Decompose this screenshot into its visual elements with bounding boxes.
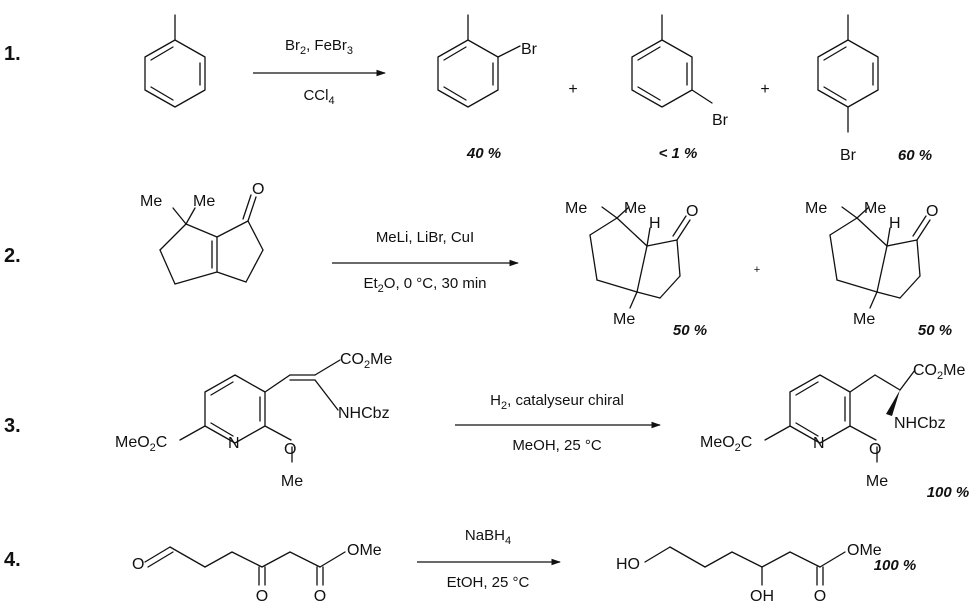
amino-ester-product: N O Me CO2Me NHCbz MeO2C (700, 362, 965, 490)
reaction-1: 1. Br2, FeBr3 CCl4 Br 40 % + (4, 14, 932, 164)
svg-text:Me: Me (866, 473, 888, 490)
yield-3: 100 % (927, 484, 970, 501)
yield-4: 100 % (874, 557, 917, 574)
svg-text:O: O (814, 588, 826, 601)
svg-text:N: N (813, 435, 825, 452)
svg-text:O: O (132, 556, 144, 573)
svg-text:MeO2C: MeO2C (700, 434, 752, 454)
svg-text:OMe: OMe (347, 542, 382, 559)
svg-text:O: O (314, 588, 326, 601)
svg-text:Me: Me (624, 200, 646, 217)
svg-text:OMe: OMe (847, 542, 882, 559)
diol-ester: HO OH O OMe (616, 542, 882, 601)
dehydroamino-ester: N O Me CO2Me NHCbz MeO2C (115, 351, 392, 490)
svg-text:Br: Br (840, 147, 857, 164)
svg-text:N: N (228, 435, 240, 452)
svg-text:Me: Me (565, 200, 587, 217)
reaction-number-4: 4. (4, 549, 21, 571)
reaction-number-1: 1. (4, 43, 21, 65)
bicyclic-ketone-trans: O Me Me H Me (805, 200, 938, 328)
plus-sign: + (754, 264, 760, 276)
yield-1-para: 60 % (898, 147, 932, 164)
svg-text:H: H (889, 215, 901, 232)
svg-text:NHCbz: NHCbz (338, 405, 390, 422)
svg-text:Br: Br (712, 112, 729, 129)
ortho-bromotoluene: Br (437, 14, 538, 108)
svg-text:NHCbz: NHCbz (894, 415, 946, 432)
reagents-1-line2: CCl4 (303, 87, 334, 107)
bicyclic-enone: O Me Me (140, 181, 264, 285)
reaction-2: 2. O Me Me MeLi, LiBr, CuI Et2O, 0 °C, 3… (4, 181, 952, 339)
svg-text:O: O (686, 203, 698, 220)
reaction-number-2: 2. (4, 245, 21, 267)
yield-2-b: 50 % (918, 322, 952, 339)
reagents-2-line2: Et2O, 0 °C, 30 min (363, 275, 486, 295)
svg-text:O: O (284, 441, 296, 458)
svg-text:H: H (649, 215, 661, 232)
svg-text:Me: Me (193, 193, 215, 210)
reaction-number-3: 3. (4, 415, 21, 437)
reaction-3: 3. N O Me CO2Me NHCbz MeO2C H2, catalyse… (4, 351, 969, 501)
reagents-3-line1: H2, catalyseur chiral (490, 392, 624, 412)
svg-text:HO: HO (616, 556, 640, 573)
svg-text:Me: Me (853, 311, 875, 328)
svg-text:CO2Me: CO2Me (340, 351, 392, 371)
svg-text:CO2Me: CO2Me (913, 362, 965, 382)
reaction-4: 4. O O O OMe NaBH4 EtOH, 25 °C (4, 527, 916, 601)
yield-1-ortho: 40 % (466, 145, 501, 162)
yield-2-a: 50 % (673, 322, 707, 339)
plus-sign: + (568, 81, 577, 98)
svg-text:O: O (926, 203, 938, 220)
svg-text:MeO2C: MeO2C (115, 434, 167, 454)
para-bromotoluene: Br (817, 14, 879, 164)
svg-text:OH: OH (750, 588, 774, 601)
plus-sign: + (760, 81, 769, 98)
keto-aldehyde-ester: O O O OMe (132, 542, 382, 601)
svg-text:Br: Br (521, 41, 538, 58)
reagents-2-line1: MeLi, LiBr, CuI (376, 229, 474, 246)
yield-1-meta: < 1 % (659, 145, 698, 162)
svg-text:O: O (252, 181, 264, 198)
reagents-1-line1: Br2, FeBr3 (285, 37, 353, 57)
toluene (144, 14, 206, 108)
bicyclic-ketone-cis: O Me Me H Me (565, 200, 698, 328)
svg-text:O: O (869, 441, 881, 458)
meta-bromotoluene: Br (631, 14, 729, 129)
svg-text:Me: Me (613, 311, 635, 328)
svg-text:Me: Me (805, 200, 827, 217)
reagents-3-line2: MeOH, 25 °C (512, 437, 602, 454)
svg-text:Me: Me (864, 200, 886, 217)
svg-text:Me: Me (281, 473, 303, 490)
svg-text:Me: Me (140, 193, 162, 210)
reagents-4-line2: EtOH, 25 °C (447, 574, 530, 591)
reagents-4-line1: NaBH4 (465, 527, 511, 547)
svg-text:O: O (256, 588, 268, 601)
